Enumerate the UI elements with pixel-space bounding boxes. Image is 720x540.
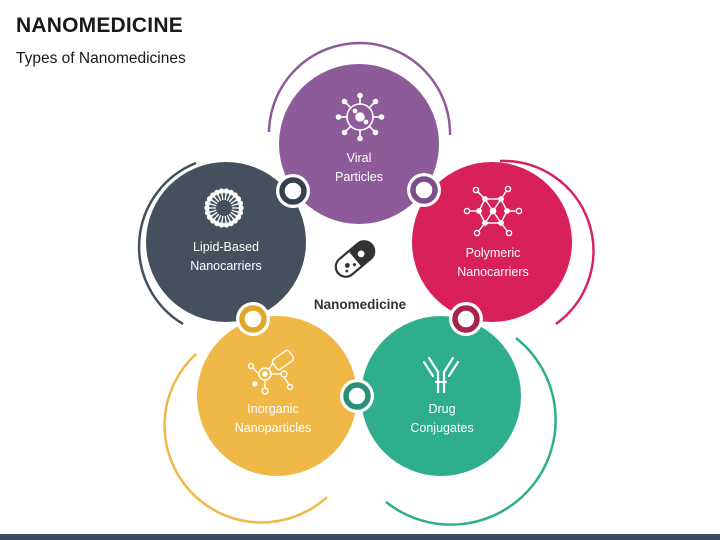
lipid-tail <box>214 213 220 220</box>
lipid-head <box>206 214 213 220</box>
lipid-tail <box>231 209 239 213</box>
connector-polymeric-drug <box>449 302 483 336</box>
lipid-tail <box>211 211 218 217</box>
lipid-head <box>228 220 234 227</box>
arc-drug <box>385 337 557 526</box>
viral-label-line2: Particles <box>335 170 383 184</box>
bottom-bar <box>0 534 720 540</box>
lipid-head <box>210 218 216 224</box>
lipid-head <box>214 220 220 227</box>
lipid-tail <box>209 209 217 213</box>
liposome-icon <box>204 188 244 228</box>
lipid-head <box>204 200 211 206</box>
lipid-head <box>237 200 244 206</box>
lipid-head <box>204 205 210 211</box>
lipid-head <box>235 214 242 220</box>
connector-inorganic-lipid <box>236 302 270 336</box>
lipid-tail <box>228 196 234 203</box>
petal-inorganic <box>197 316 357 476</box>
lipid-head <box>232 192 238 198</box>
lipid-head <box>214 189 220 196</box>
antibody-icon <box>422 356 460 394</box>
lipid-head <box>223 222 230 228</box>
arc-inorganic <box>163 353 328 524</box>
capsule-gear-icon <box>334 240 376 278</box>
lipid-tail <box>221 215 224 223</box>
lipid-head <box>218 188 225 194</box>
lipid-head <box>228 189 234 196</box>
lipid-tail <box>230 211 237 217</box>
inorganic-label-line1: Inorganic <box>247 402 298 416</box>
lipid-tail <box>230 199 237 205</box>
lipid-tail <box>217 194 222 201</box>
petal-drug <box>361 316 521 476</box>
lipid-head <box>218 222 225 228</box>
drug-label-line2: Conjugates <box>410 421 473 435</box>
lipid-head <box>238 205 244 211</box>
lipid-tail <box>228 213 234 220</box>
lipid-tail <box>211 199 218 205</box>
lipid-head <box>232 218 238 224</box>
polymeric-label-line1: Polymeric <box>466 246 521 260</box>
arc-viral <box>267 41 452 136</box>
page-subtitle: Types of Nanomedicines <box>16 50 186 67</box>
polymeric-label-line2: Nanocarriers <box>457 265 529 279</box>
lipid-tail <box>231 203 239 207</box>
lipid-tail <box>226 194 231 201</box>
lipid-tail <box>214 196 220 203</box>
petal-lipid <box>146 162 306 322</box>
lipid-head <box>235 196 242 202</box>
lipid-head <box>204 210 211 216</box>
viral-label-line1: Viral <box>347 151 372 165</box>
nanoparticle-icon <box>247 349 295 395</box>
polymer-network-icon <box>463 185 523 237</box>
petal-viral <box>279 64 439 224</box>
lipid-tail <box>226 215 231 222</box>
lipid-label-line1: Lipid-Based <box>193 240 259 254</box>
lipid-head <box>206 196 213 202</box>
drug-label-line1: Drug <box>428 402 455 416</box>
arc-lipid <box>137 161 197 326</box>
lipid-tail <box>221 193 224 201</box>
lipid-head <box>210 192 216 198</box>
petal-polymeric <box>412 162 572 322</box>
lipid-tail <box>224 193 227 201</box>
lipid-tail <box>224 215 227 223</box>
connector-viral-polymeric <box>407 173 441 207</box>
lipid-label-line2: Nanocarriers <box>190 259 262 273</box>
inorganic-label-line2: Nanoparticles <box>235 421 311 435</box>
center-label: Nanomedicine <box>314 297 407 312</box>
virus-icon <box>335 92 385 142</box>
connector-lipid-viral <box>276 174 310 208</box>
connector-drug-inorganic <box>340 379 374 413</box>
lipid-tail <box>217 215 222 222</box>
lipid-head <box>237 210 244 216</box>
arc-polymeric <box>499 159 595 326</box>
lipid-head <box>223 188 230 194</box>
lipid-tail <box>209 203 217 207</box>
page-title: NANOMEDICINE <box>16 14 183 37</box>
